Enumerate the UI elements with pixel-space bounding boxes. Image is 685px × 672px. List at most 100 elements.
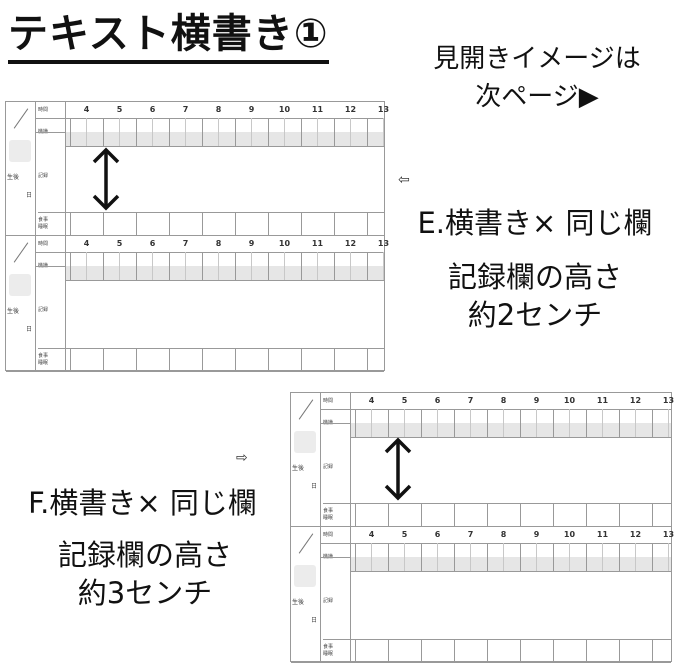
sleep-label: 睡眠: [323, 651, 334, 657]
row-label-column: 時間機嫌記録食事睡眠: [321, 393, 351, 526]
grid-row-line: [36, 132, 65, 133]
hour-divider: [586, 409, 587, 437]
hour-label: 13: [662, 396, 675, 405]
hour-label: 5: [116, 105, 123, 114]
half-hour-divider: [635, 409, 636, 437]
hour-divider: [301, 118, 302, 146]
hour-label: 10: [278, 239, 291, 248]
meal-label: 食事: [38, 217, 49, 223]
hour-divider: [235, 252, 236, 280]
hour-divider: [268, 118, 269, 146]
hour-divider: [553, 409, 554, 437]
half-hour-divider: [350, 252, 351, 280]
time-label: 時間: [323, 532, 334, 538]
option-f-desc-line2: 約3センチ: [77, 576, 213, 610]
date-slash: [13, 108, 29, 129]
hour-label: 7: [467, 530, 474, 539]
hour-divider: [202, 118, 203, 146]
grid-row-line: [323, 503, 350, 504]
grid-row-line: [66, 280, 384, 281]
half-hour-divider: [350, 118, 351, 146]
grid-row-line: [38, 348, 65, 349]
option-e-heading: E.横書き× 同じ欄: [417, 206, 653, 240]
hour-divider: [367, 118, 368, 146]
hour-divider: [355, 503, 356, 527]
hour-divider: [553, 503, 554, 527]
hour-divider: [520, 639, 521, 663]
hour-label: 11: [596, 396, 609, 405]
grid-row-line: [66, 212, 384, 213]
record-label: 記録: [38, 307, 49, 313]
half-hour-divider: [635, 543, 636, 571]
hour-divider: [301, 348, 302, 372]
hour-divider: [268, 212, 269, 236]
hour-divider: [487, 409, 488, 437]
grid-row-line: [351, 639, 671, 640]
row-label-column: 時間機嫌記録食事睡眠: [321, 527, 351, 662]
hour-divider: [103, 212, 104, 236]
sticker-box: [9, 274, 31, 296]
half-hour-divider: [536, 409, 537, 437]
hour-divider: [70, 348, 71, 372]
hour-divider: [619, 639, 620, 663]
hour-divider: [268, 252, 269, 280]
hour-divider: [454, 543, 455, 571]
hour-divider: [421, 409, 422, 437]
grid-row-line: [351, 409, 671, 410]
sticker-box: [9, 140, 31, 162]
record-label: 記録: [323, 598, 334, 604]
half-hour-divider: [668, 409, 669, 437]
hour-divider: [421, 543, 422, 571]
hour-label: 7: [467, 396, 474, 405]
half-hour-divider: [284, 252, 285, 280]
hour-divider: [454, 639, 455, 663]
date-slash: [298, 399, 314, 420]
half-hour-divider: [218, 252, 219, 280]
hour-divider: [487, 639, 488, 663]
hour-divider: [388, 409, 389, 437]
record-label: 記録: [323, 464, 334, 470]
option-e-desc-line1: 記録欄の高さ: [447, 260, 622, 294]
hour-label: 11: [311, 239, 324, 248]
grid-row-line: [351, 503, 671, 504]
hour-label: 7: [182, 105, 189, 114]
hour-label: 6: [434, 396, 441, 405]
hour-divider: [487, 543, 488, 571]
hour-label: 6: [434, 530, 441, 539]
half-hour-divider: [371, 409, 372, 437]
hour-label: 6: [149, 239, 156, 248]
sticker-box: [294, 565, 316, 587]
date-slash: [13, 242, 29, 263]
hour-divider: [169, 348, 170, 372]
half-hour-divider: [185, 118, 186, 146]
grid-row-line: [321, 543, 350, 544]
hour-divider: [70, 118, 71, 146]
hour-label: 4: [83, 105, 90, 114]
half-hour-divider: [119, 118, 120, 146]
mood-band: [351, 557, 671, 571]
hour-divider: [454, 409, 455, 437]
hour-divider: [334, 118, 335, 146]
option-e-diary-panel: 生後日時間機嫌記録食事睡眠45678910111213生後日時間機嫌記録食事睡眠…: [5, 101, 389, 372]
day-label: 日: [311, 483, 318, 490]
day-block: 生後日時間機嫌記録食事睡眠45678910111213: [6, 236, 389, 372]
hour-label: 9: [533, 530, 540, 539]
hour-divider: [520, 503, 521, 527]
hour-divider: [334, 252, 335, 280]
half-hour-divider: [404, 409, 405, 437]
half-hour-divider: [404, 543, 405, 571]
hour-divider: [520, 543, 521, 571]
hour-divider: [103, 252, 104, 280]
option-f-diary-panel: 生後日時間機嫌記録食事睡眠45678910111213生後日時間機嫌記録食事睡眠…: [290, 392, 674, 663]
sleep-label: 睡眠: [38, 224, 49, 230]
hour-divider: [652, 503, 653, 527]
half-hour-divider: [218, 118, 219, 146]
hour-divider: [70, 252, 71, 280]
hour-divider: [586, 503, 587, 527]
grid-row-line: [36, 118, 65, 119]
day-label: 日: [311, 617, 318, 624]
hour-label: 8: [215, 239, 222, 248]
meal-label: 食事: [323, 644, 334, 650]
